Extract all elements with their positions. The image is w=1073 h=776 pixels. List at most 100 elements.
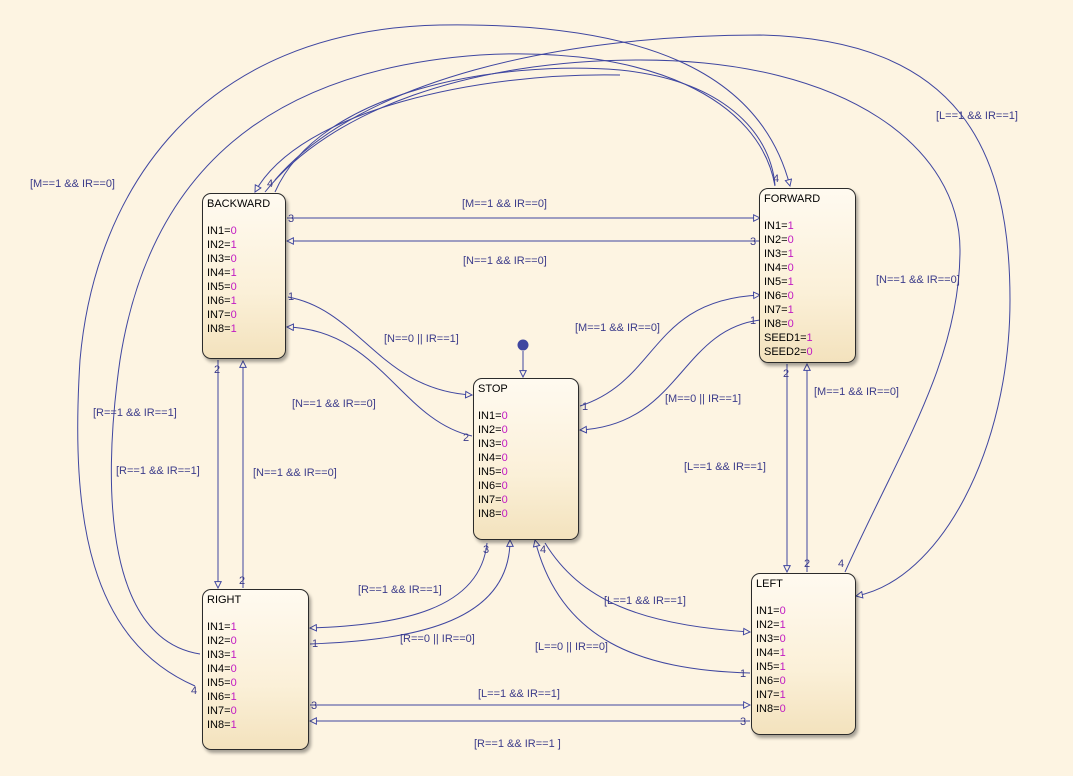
variable-value: 0 xyxy=(501,508,508,520)
variable-name: IN7 xyxy=(207,309,225,321)
variable-name: IN1 xyxy=(207,621,225,633)
order-number: 1 xyxy=(288,291,294,303)
edge-stop-forward[interactable] xyxy=(579,295,760,407)
variable-value: 0 xyxy=(501,424,508,436)
state-title: LEFT xyxy=(756,578,783,590)
state-variable: IN7=0 xyxy=(207,705,237,717)
variable-value: 0 xyxy=(501,452,508,464)
variable-name: IN4 xyxy=(207,663,225,675)
state-variable: IN2=1 xyxy=(756,619,786,631)
state-variable: IN6=0 xyxy=(764,290,794,302)
variable-name: IN6 xyxy=(207,295,225,307)
label-left-backward: [N==1 && IR==0] xyxy=(876,274,960,286)
state-variable: IN1=1 xyxy=(764,220,794,232)
variable-value: 1 xyxy=(787,304,794,316)
variable-name: IN5 xyxy=(207,677,225,689)
label-forward-right: [R==1 && IR==1] xyxy=(93,407,177,419)
variable-value: 0 xyxy=(230,677,237,689)
label-backward-right: [R==1 && IR==1] xyxy=(116,465,200,477)
default-transition-dot[interactable] xyxy=(517,339,529,351)
label-forward-left: [L==1 && IR==1] xyxy=(684,461,766,473)
edge-left-stop[interactable] xyxy=(535,540,751,674)
state-variable: IN5=1 xyxy=(764,276,794,288)
state-variable: IN8=0 xyxy=(756,703,786,715)
state-title: STOP xyxy=(478,383,508,395)
label-left-forward: [M==1 && IR==0] xyxy=(814,386,899,398)
variable-value: 1 xyxy=(806,332,813,344)
variable-name: IN8 xyxy=(207,323,225,335)
variable-value: 0 xyxy=(787,290,794,302)
variable-name: IN3 xyxy=(207,649,225,661)
label-stop-left: [L==1 && IR==1] xyxy=(604,595,686,607)
edge-right-stop[interactable] xyxy=(309,540,510,645)
edge-forward-backward-arc[interactable] xyxy=(255,74,621,192)
label-forward-backward: [N==1 && IR==0] xyxy=(463,255,547,267)
variable-name: IN2 xyxy=(207,239,225,251)
label-backward-forward: [M==1 && IR==0] xyxy=(462,198,547,210)
variable-name: IN1 xyxy=(764,220,782,232)
variable-value: 0 xyxy=(779,703,786,715)
variable-value: 1 xyxy=(230,267,237,279)
edge-forward-right-arc[interactable] xyxy=(110,53,776,655)
edge-stop-backward[interactable] xyxy=(287,327,473,437)
state-title: BACKWARD xyxy=(207,198,271,210)
edge-forward-stop[interactable] xyxy=(580,319,761,430)
edge-backward-forward-arc[interactable] xyxy=(274,67,776,193)
edge-stop-left[interactable] xyxy=(544,542,750,632)
variable-name: IN7 xyxy=(756,689,774,701)
variable-value: 1 xyxy=(779,647,786,659)
order-number: 2 xyxy=(804,558,810,570)
state-variable: IN7=0 xyxy=(478,494,508,506)
state-variable: SEED2=0 xyxy=(764,346,813,358)
variable-value: 0 xyxy=(779,605,786,617)
variable-value: 0 xyxy=(230,635,237,647)
variable-value: 0 xyxy=(787,262,794,274)
order-number: 3 xyxy=(288,213,294,225)
variable-name: IN2 xyxy=(756,619,774,631)
edge-right-forward[interactable] xyxy=(77,24,790,687)
variable-value: 0 xyxy=(787,318,794,330)
variable-value: 0 xyxy=(230,705,237,717)
label-left-right: [R==1 && IR==1 ] xyxy=(474,738,561,750)
variable-value: 0 xyxy=(501,410,508,422)
variable-name: IN1 xyxy=(207,225,225,237)
variable-value: 1 xyxy=(787,220,794,232)
edge-left-backward[interactable] xyxy=(264,59,961,573)
order-number: 2 xyxy=(214,364,220,376)
variable-name: IN5 xyxy=(764,276,782,288)
state-variable: IN7=1 xyxy=(756,689,786,701)
state-variable: IN4=0 xyxy=(764,262,794,274)
variable-name: IN8 xyxy=(756,703,774,715)
state-title: FORWARD xyxy=(764,193,821,205)
variable-value: 1 xyxy=(779,619,786,631)
variable-name: IN2 xyxy=(207,635,225,647)
order-number: 1 xyxy=(312,638,318,650)
label-stop-forward: [M==1 && IR==0] xyxy=(575,322,660,334)
edge-backward-left[interactable] xyxy=(274,34,1011,596)
variable-value: 1 xyxy=(787,248,794,260)
variable-value: 1 xyxy=(230,295,237,307)
variable-value: 1 xyxy=(230,719,237,731)
state-variable: IN2=1 xyxy=(207,239,237,251)
variable-name: IN3 xyxy=(764,248,782,260)
state-variable: IN6=0 xyxy=(478,480,508,492)
edge-backward-stop[interactable] xyxy=(287,296,472,395)
state-variable: IN5=0 xyxy=(478,466,508,478)
order-number: 2 xyxy=(783,368,789,380)
variable-name: IN7 xyxy=(764,304,782,316)
variable-value: 1 xyxy=(230,239,237,251)
variable-name: IN4 xyxy=(207,267,225,279)
state-variable: IN2=0 xyxy=(207,635,237,647)
edge-stop-right[interactable] xyxy=(310,542,488,628)
variable-value: 0 xyxy=(501,494,508,506)
variable-name: IN7 xyxy=(207,705,225,717)
variable-value: 0 xyxy=(230,253,237,265)
state-variable: IN2=0 xyxy=(764,234,794,246)
